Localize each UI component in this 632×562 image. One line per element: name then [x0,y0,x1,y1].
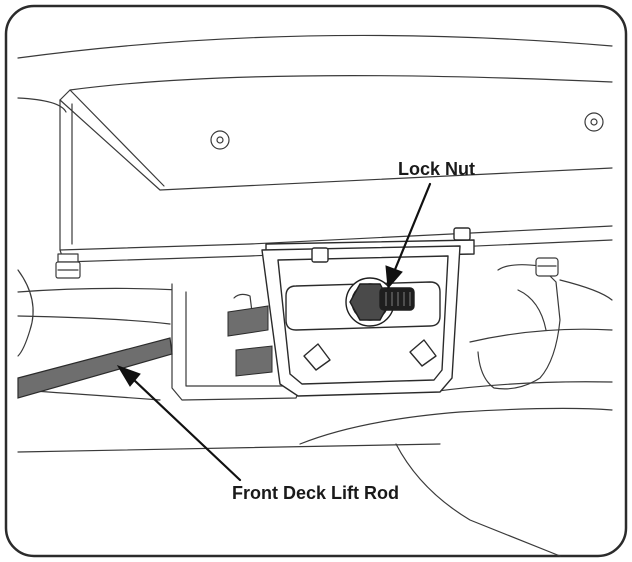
right-mechanism [477,264,561,390]
front-deck-lift-rod [17,337,173,399]
right-mechanism [517,289,547,331]
lift-rod-arrowhead [116,365,141,387]
right-mount-bolt [535,257,559,277]
deck-housing-face-edge [69,89,165,187]
bracket-hole [303,343,331,371]
lower-deck-contour [17,287,181,293]
deck-housing-bottom-lip [63,239,613,263]
lower-deck-contour [299,407,613,445]
lock-nut-bolt-shaft [379,287,415,311]
lower-deck-contour [429,381,613,393]
left-mount-bolt [55,253,81,279]
lock-nut-arrowhead [385,265,403,290]
rear-bracket-slot [233,293,253,313]
lift-rod-leader-line [132,378,242,482]
lower-deck-contour [469,328,613,343]
deck-housing-top [59,75,613,101]
lock-nut-leader-line [392,182,432,274]
right-edge-contour [559,279,613,301]
front-deck-lift-rod-label: Front Deck Lift Rod [232,483,399,503]
background-contour [17,269,34,357]
front-bracket-plate-inner [277,255,449,385]
lower-deck-contour [395,443,561,557]
deck-housing-bottom [59,225,613,251]
rear-bracket-inner [185,291,291,387]
background-contour [17,97,67,113]
lower-deck-contour [17,315,171,325]
bracket-flange-bolt [453,227,471,241]
lock-nut-label: Lock Nut [398,159,476,179]
housing-screw [210,130,230,150]
bracket-flange-bolt [311,247,329,263]
background-contour [17,34,613,59]
lock-nut-assembly [345,277,415,327]
housing-screw [584,112,604,132]
front-deck-lift-rod-through-bracket [235,345,273,377]
lower-deck-contour [17,443,441,453]
front-deck-lift-rod-through-bracket [227,305,269,337]
bracket-hole [409,339,437,367]
deck-housing-face [59,99,613,191]
